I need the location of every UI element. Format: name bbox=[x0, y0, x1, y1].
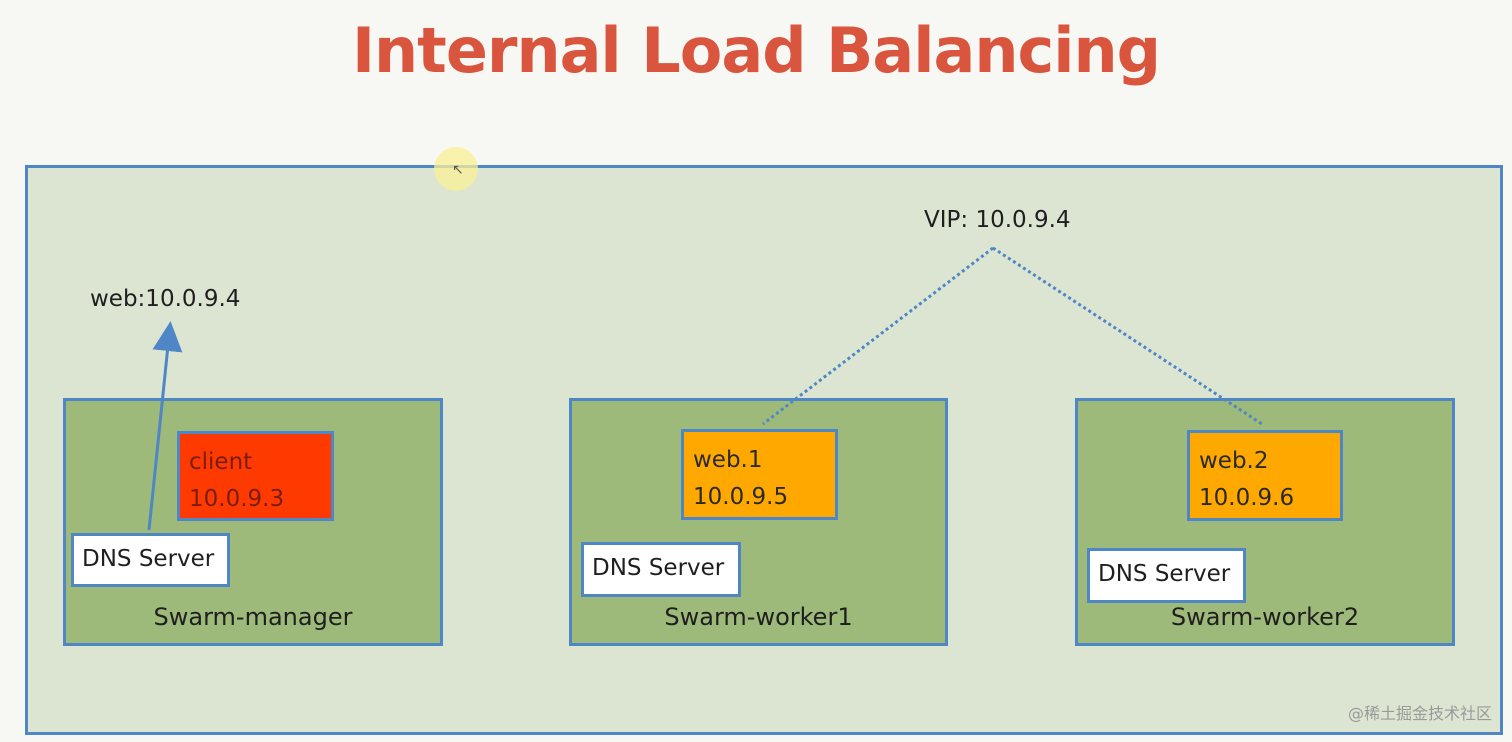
container-ip: 10.0.9.6 bbox=[1199, 485, 1295, 511]
vip-label: VIP: 10.0.9.4 bbox=[924, 207, 1071, 233]
host-name: Swarm-manager bbox=[153, 603, 353, 631]
host-swarm-worker1: web.1 10.0.9.5 DNS Server Swarm-worker1 bbox=[569, 398, 948, 646]
dns-server-box: DNS Server bbox=[581, 542, 741, 597]
dns-server-box: DNS Server bbox=[71, 533, 230, 587]
vip-link-worker2 bbox=[992, 246, 1263, 426]
container-name: web.2 bbox=[1199, 448, 1269, 474]
cursor-highlight bbox=[434, 147, 478, 191]
container-name: client bbox=[189, 449, 253, 475]
dns-server-box: DNS Server bbox=[1087, 548, 1246, 603]
container-web-2: web.2 10.0.9.6 bbox=[1187, 430, 1343, 521]
host-swarm-manager: client 10.0.9.3 DNS Server Swarm-manager bbox=[63, 398, 443, 646]
container-ip: 10.0.9.5 bbox=[693, 484, 789, 510]
dns-result-label: web:10.0.9.4 bbox=[90, 286, 241, 312]
watermark: @稀土掘金技术社区 bbox=[1347, 704, 1492, 723]
cursor-icon: ↖ bbox=[452, 162, 464, 178]
host-name: Swarm-worker2 bbox=[1170, 603, 1360, 631]
container-client: client 10.0.9.3 bbox=[177, 431, 334, 521]
slide-title: Internal Load Balancing bbox=[351, 14, 1161, 87]
dns-query-arrow bbox=[147, 321, 183, 531]
container-ip: 10.0.9.3 bbox=[189, 486, 285, 512]
host-swarm-worker2: web.2 10.0.9.6 DNS Server Swarm-worker2 bbox=[1075, 398, 1455, 646]
vip-link-worker1 bbox=[762, 246, 994, 426]
container-name: web.1 bbox=[693, 447, 763, 473]
host-name: Swarm-worker1 bbox=[664, 603, 853, 631]
container-web-1: web.1 10.0.9.5 bbox=[681, 429, 838, 520]
